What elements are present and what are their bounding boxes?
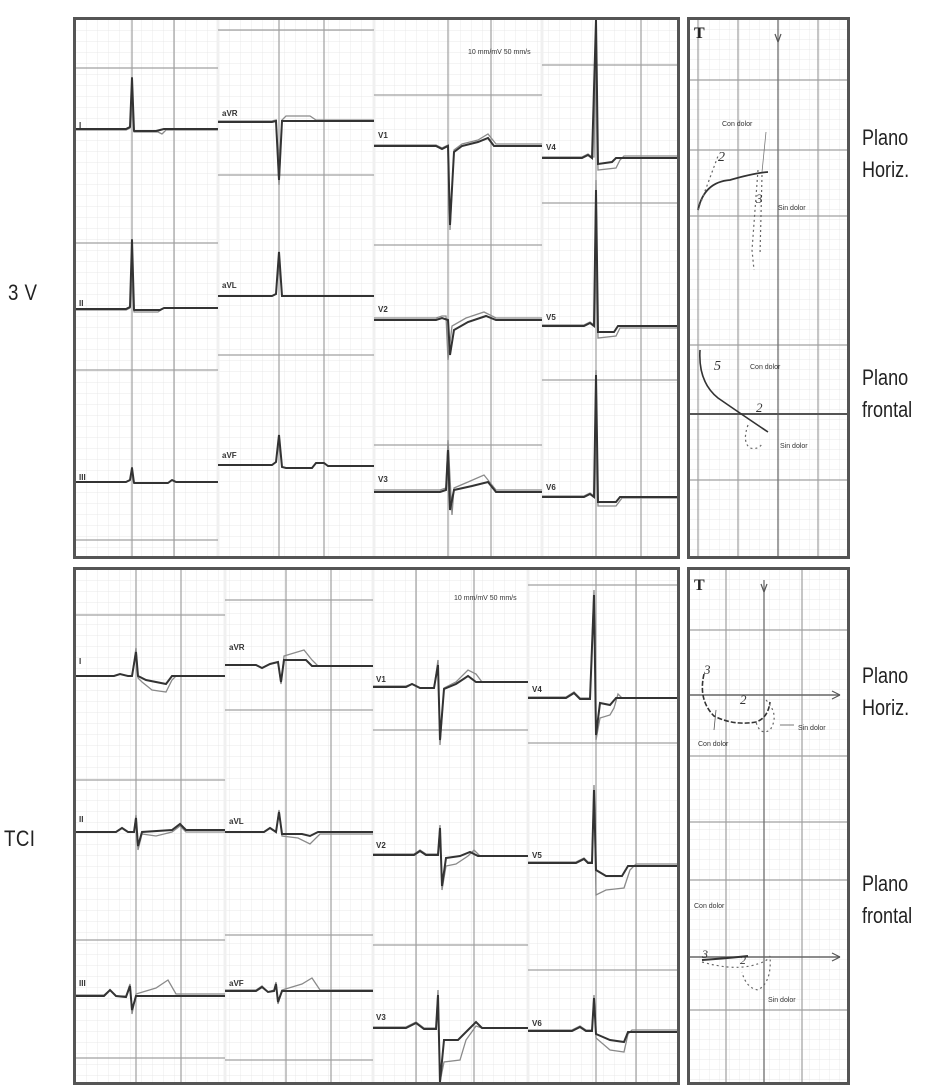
- loop-label-con-dolor: Con dolor: [698, 741, 729, 748]
- vcg-loops-tci: T 3 2 Con dolor Sin dolor 3 2 Con dolor …: [690, 570, 847, 1082]
- row-label-3v: 3 V: [8, 280, 38, 305]
- vcg-loops-3v: T 2 3 Con dolor Sin dolor 5 2 Con dolor …: [690, 20, 847, 556]
- plane-label-frontal-3v: Plano frontal: [862, 365, 913, 422]
- ecg-tracings-tci: I II III aVR aVL aVF V1 V2 V3 V4 V5 V6 1…: [76, 570, 677, 1082]
- vcg-marker: 2: [740, 953, 746, 967]
- lead-label: I: [79, 657, 81, 666]
- loop-label-con-dolor: Con dolor: [750, 364, 781, 371]
- lead-label: V5: [532, 851, 542, 860]
- loop-label-con-dolor: Con dolor: [722, 121, 753, 128]
- lead-label: aVL: [229, 817, 244, 826]
- plane-label-frontal-tci: Plano frontal: [862, 871, 913, 928]
- vcg-panel-3v: T 2 3 Con dolor Sin dolor 5 2 Con dolor …: [687, 17, 850, 559]
- lead-label: aVF: [229, 979, 244, 988]
- lead-label: V6: [546, 483, 556, 492]
- lead-label: V2: [378, 305, 388, 314]
- lead-label: II: [79, 299, 83, 308]
- loop-label-sin-dolor: Sin dolor: [778, 205, 806, 212]
- lead-label: aVF: [222, 451, 237, 460]
- lead-label: V1: [378, 131, 388, 140]
- lead-label: III: [79, 979, 86, 988]
- ecg-panel-tci: I II III aVR aVL aVF V1 V2 V3 V4 V5 V6 1…: [73, 567, 680, 1085]
- lead-label: V3: [378, 475, 388, 484]
- loop-label-sin-dolor: Sin dolor: [780, 443, 808, 450]
- lead-label: V6: [532, 1019, 542, 1028]
- vcg-corner-label: T: [694, 577, 705, 594]
- vcg-corner-label: T: [694, 25, 705, 42]
- ecg-tracings-3v: I II III aVR aVL aVF V1 V2 V3 V4 V5 V6 1…: [76, 20, 677, 556]
- lead-label: aVL: [222, 281, 237, 290]
- vcg-marker: 2: [740, 692, 747, 707]
- plane-label-horizontal-tci: Plano Horiz.: [862, 663, 910, 720]
- lead-label: V2: [376, 841, 386, 850]
- vcg-marker: 2: [756, 400, 763, 415]
- calibration-label: 10 mm/mV 50 mm/s: [468, 49, 531, 56]
- vcg-marker: 2: [718, 150, 725, 165]
- vcg-marker: 5: [714, 359, 721, 374]
- vcg-marker: 3: [755, 191, 763, 206]
- loop-label-sin-dolor: Sin dolor: [798, 725, 826, 732]
- lead-label: V1: [376, 675, 386, 684]
- loop-label-sin-dolor: Sin dolor: [768, 997, 796, 1004]
- lead-label: aVR: [229, 643, 245, 652]
- loop-label-con-dolor: Con dolor: [694, 903, 725, 910]
- calibration-label: 10 mm/mV 50 mm/s: [454, 595, 517, 602]
- row-label-tci: TCI: [4, 826, 36, 851]
- plane-label-horizontal-3v: Plano Horiz.: [862, 125, 910, 182]
- lead-label: V3: [376, 1013, 386, 1022]
- vcg-panel-tci: T 3 2 Con dolor Sin dolor 3 2 Con dolor …: [687, 567, 850, 1085]
- lead-label: V4: [546, 143, 556, 152]
- vcg-marker: 3: [703, 662, 711, 677]
- lead-label: III: [79, 473, 86, 482]
- ecg-panel-3v: I II III aVR aVL aVF V1 V2 V3 V4 V5 V6 1…: [73, 17, 680, 559]
- lead-label: V5: [546, 313, 556, 322]
- lead-label: II: [79, 815, 83, 824]
- lead-label: V4: [532, 685, 542, 694]
- vcg-marker: 3: [701, 947, 708, 961]
- lead-label: aVR: [222, 109, 238, 118]
- lead-label: I: [79, 121, 81, 130]
